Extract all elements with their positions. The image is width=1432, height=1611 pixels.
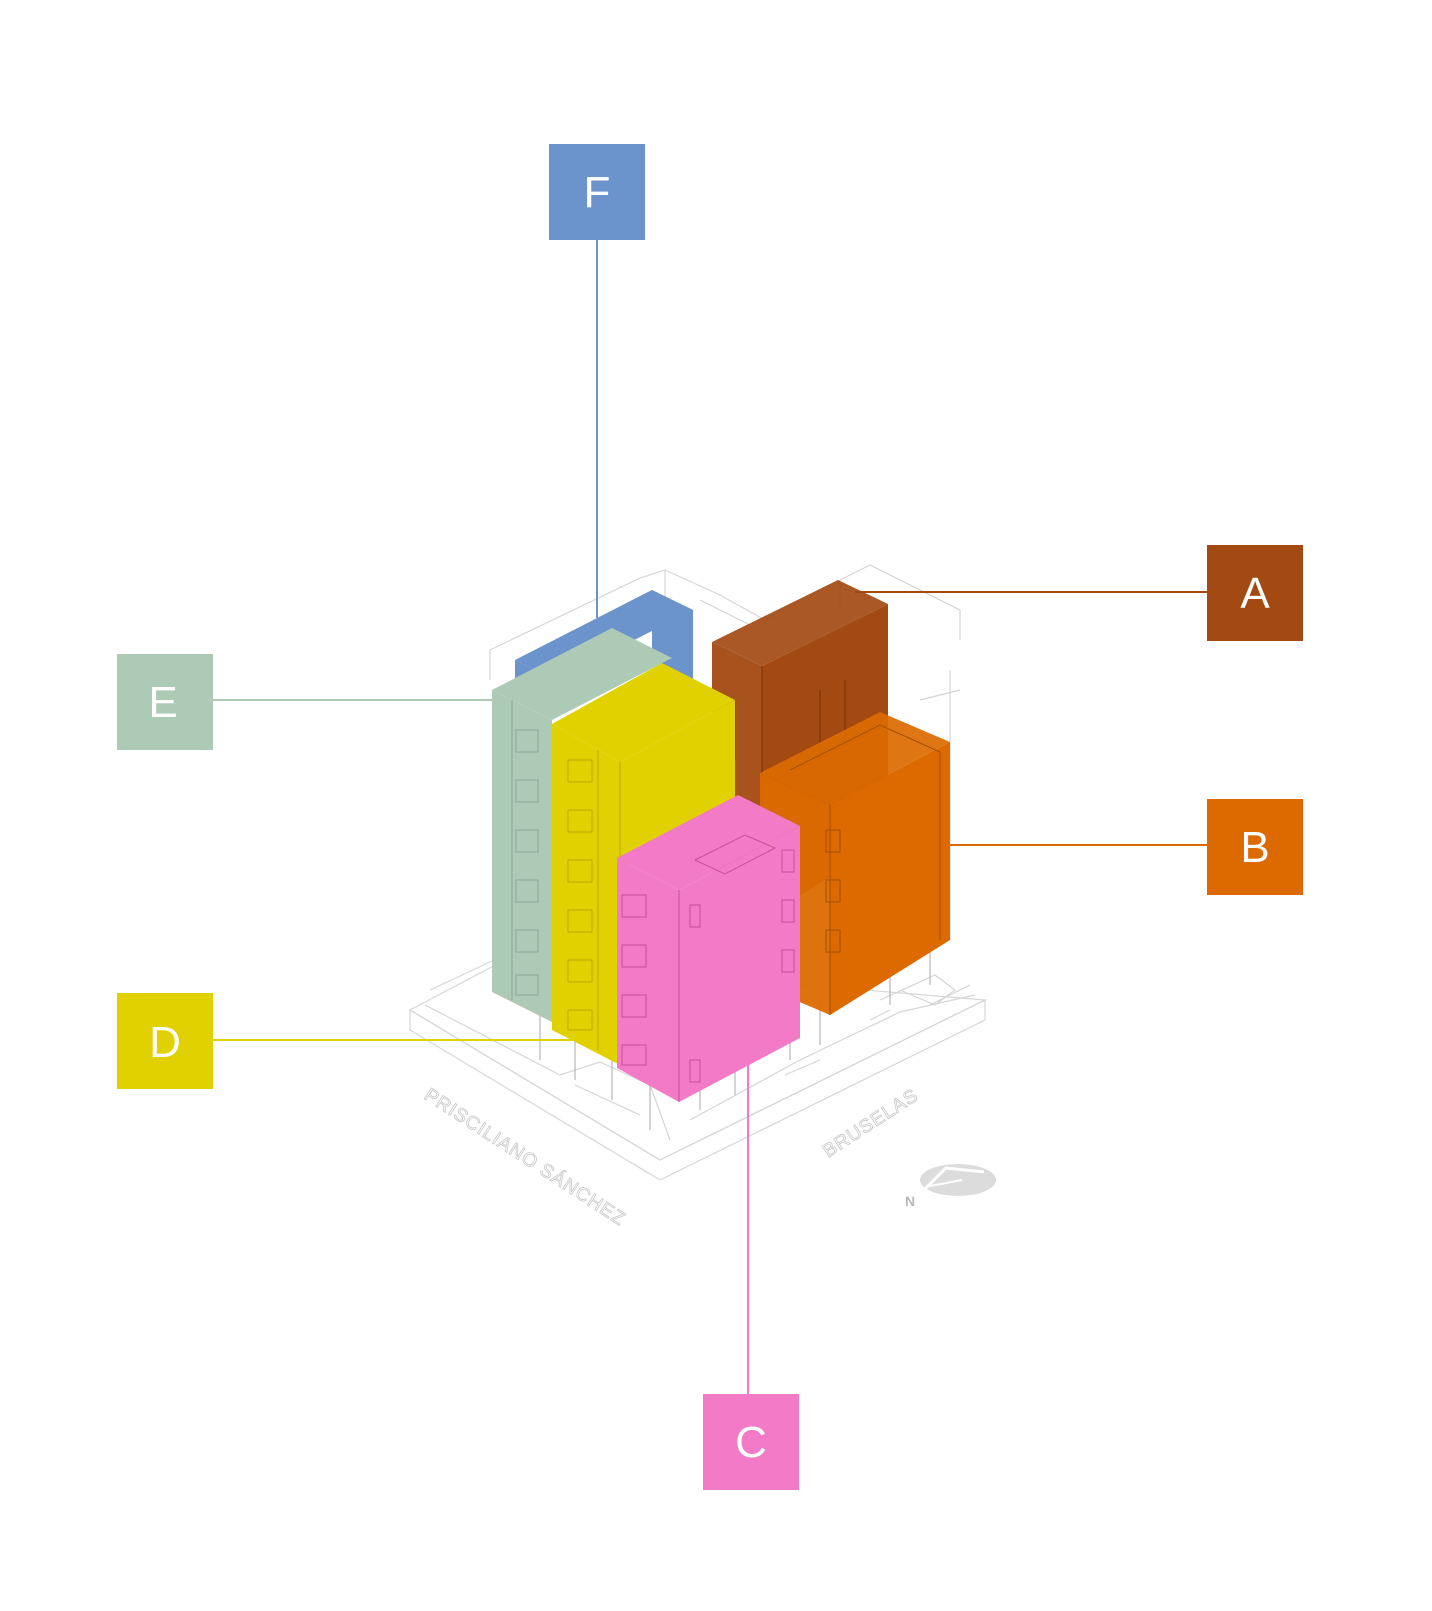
tower-e (492, 628, 672, 1022)
label-b: B (1240, 823, 1269, 872)
tower-e-left-face (492, 690, 552, 1022)
label-box-f: F (549, 144, 645, 240)
label-c: C (735, 1418, 767, 1467)
label-box-e: E (117, 654, 213, 750)
street-label-priscilianno: PRISCILIANO SÁNCHEZ (420, 1085, 629, 1231)
north-label: N (905, 1193, 915, 1209)
north-arrow-icon: N (905, 1164, 996, 1209)
label-box-d: D (117, 993, 213, 1089)
label-box-c: C (703, 1394, 799, 1490)
label-d: D (149, 1018, 181, 1067)
leader-lines (212, 240, 1207, 1395)
street-label-bruselas: BRUSELAS (819, 1085, 922, 1162)
tower-d-left-face (552, 724, 620, 1065)
tower-d-top (552, 663, 735, 762)
tower-a-top (712, 580, 888, 666)
tower-c-right-face (679, 826, 800, 1102)
label-box-a: A (1207, 545, 1303, 641)
tower-c (617, 795, 800, 1102)
tower-b-right-face (830, 742, 950, 1015)
tower-e-top (492, 628, 672, 720)
label-box-b: B (1207, 799, 1303, 895)
tower-c-left-face (617, 858, 679, 1102)
tower-c-top (617, 795, 800, 890)
tower-d-right-face (620, 700, 735, 870)
tower-d (552, 663, 735, 1065)
label-f: F (584, 168, 611, 217)
label-a: A (1240, 569, 1270, 618)
leader-line-c (735, 1004, 749, 1395)
label-e: E (148, 678, 177, 727)
